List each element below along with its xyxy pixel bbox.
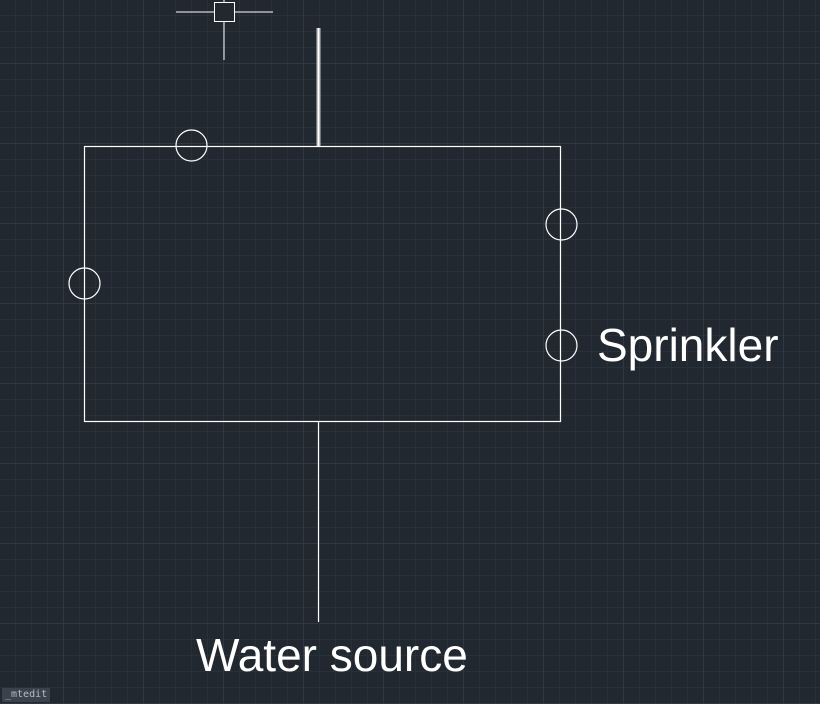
sprinkler-right-upper[interactable] (545, 208, 578, 241)
crosshair-cursor-icon (176, 0, 273, 60)
pipe-loop[interactable] (83, 145, 562, 423)
sprinkler-label[interactable]: Sprinkler (597, 319, 779, 371)
water-source-label[interactable]: Water source (196, 629, 468, 681)
sprinkler-left[interactable] (68, 267, 101, 300)
command-line-status: _mtedit (2, 688, 51, 702)
sprinkler-right-lower[interactable] (545, 329, 578, 362)
sprinkler-top[interactable] (175, 129, 208, 162)
